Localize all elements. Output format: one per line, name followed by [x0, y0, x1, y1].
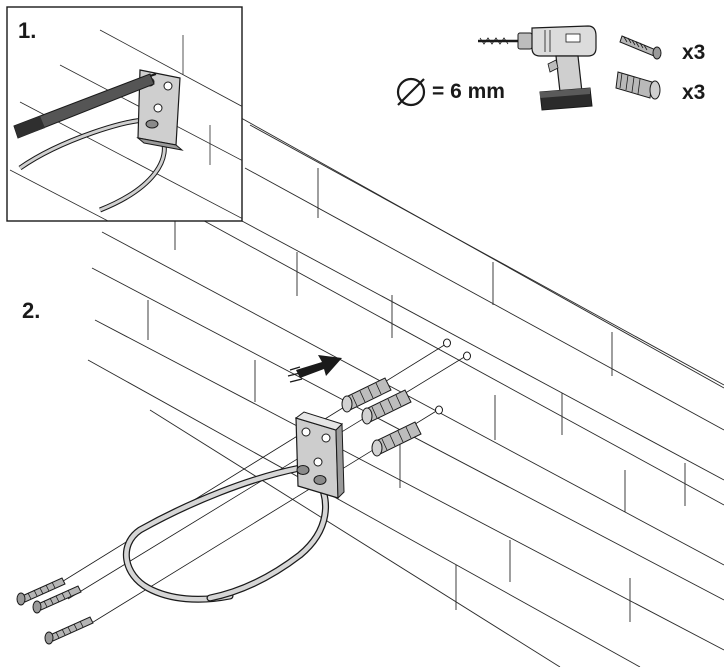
wall-holes [435, 338, 471, 415]
screwdriver-icon [13, 73, 157, 139]
wall-plug-icon [615, 71, 661, 100]
screw-icon [619, 35, 662, 60]
wall-plug [361, 389, 412, 425]
drill-bit-size: = 6 mm [432, 80, 505, 103]
wall-plug [371, 421, 422, 457]
inset-hook-rack [18, 69, 184, 213]
drill-icon [478, 25, 597, 111]
step2-label: 2. [22, 298, 41, 323]
wall-plug [341, 377, 392, 413]
screw [44, 616, 94, 645]
plugs-quantity: x3 [682, 81, 706, 104]
hook-rack [122, 411, 345, 603]
screw [16, 577, 66, 606]
diameter-icon [396, 77, 426, 107]
direction-arrow-icon [287, 355, 342, 383]
screws-quantity: x3 [682, 41, 706, 64]
brick-wall [87, 37, 724, 667]
screw [32, 585, 82, 614]
step1-label: 1. [18, 18, 37, 43]
